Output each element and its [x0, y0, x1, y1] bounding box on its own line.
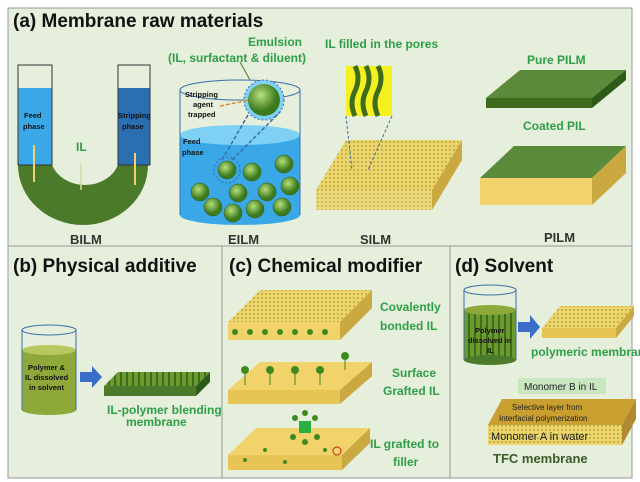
beaker-label: IL [487, 346, 494, 355]
covalent-membrane [228, 290, 372, 340]
covalent-label: Covalently [380, 300, 441, 314]
polymeric-membrane-label: polymeric membrane [531, 345, 640, 359]
panel-d-beaker [463, 284, 634, 365]
eilm-label: EILM [228, 232, 259, 247]
filler-label: IL grafted to [370, 437, 439, 451]
silm-label: SILM [360, 232, 391, 247]
grafted-membrane [228, 352, 372, 404]
stripping-label: phase [122, 122, 144, 131]
stripping-label: Stripping [118, 111, 151, 120]
coated-pil-label: Coated PIL [523, 119, 586, 133]
selective-layer-label: Interfacial polymerization [499, 414, 587, 423]
emulsion-sub-label: (IL, surfactant & diluent) [168, 51, 306, 65]
blend-label: IL-polymer blending [107, 403, 222, 417]
panel-d-title: (d) Solvent [455, 256, 554, 277]
tfc-label: TFC membrane [493, 451, 588, 466]
pure-pilm-label: Pure PILM [527, 53, 586, 67]
monomer-b-label: Monomer B in IL [524, 382, 598, 393]
grafted-label: Grafted IL [383, 384, 440, 398]
selective-layer-label: Selective layer from [512, 403, 583, 412]
grafted-label: Surface [392, 366, 436, 380]
stripping-agent-label: agent [193, 100, 214, 109]
panel-b-beaker [21, 324, 210, 415]
panel-c-title: (c) Chemical modifier [229, 256, 423, 277]
pilm-membranes [480, 70, 626, 205]
eilm-feed-label: Feed [183, 137, 201, 146]
silm-caption: IL filled in the pores [325, 37, 438, 51]
silm-membrane [316, 64, 462, 210]
beaker-label: Polymer & [28, 363, 66, 372]
stripping-agent-label: trapped [188, 110, 216, 119]
blend-label: membrane [126, 415, 187, 429]
panel-a-title: (a) Membrane raw materials [13, 11, 263, 32]
panel-b-title: (b) Physical additive [13, 256, 197, 277]
filler-label: filler [393, 455, 419, 469]
feed-label: Feed [24, 111, 42, 120]
feed-label: phase [23, 122, 45, 131]
il-label: IL [76, 140, 87, 154]
bilm-label: BILM [70, 232, 102, 247]
monomer-b-box [518, 378, 606, 394]
beaker-label: dissolved in [468, 336, 512, 345]
stripping-agent-label: Stripping [185, 90, 218, 99]
covalent-label: bonded IL [380, 319, 437, 333]
filler-membrane [228, 410, 370, 470]
beaker-label: IL dissolved [25, 373, 69, 382]
beaker-label: Polymer [475, 326, 505, 335]
monomer-a-label: Monomer A in water [491, 431, 589, 443]
eilm-feed-label: phase [182, 148, 204, 157]
bilm-u-tube [17, 64, 151, 225]
beaker-label: in solvent [29, 383, 65, 392]
eilm-beaker [179, 61, 301, 225]
emulsion-label: Emulsion [248, 35, 302, 49]
tfc-membrane [488, 399, 636, 445]
pilm-label: PILM [544, 230, 575, 245]
